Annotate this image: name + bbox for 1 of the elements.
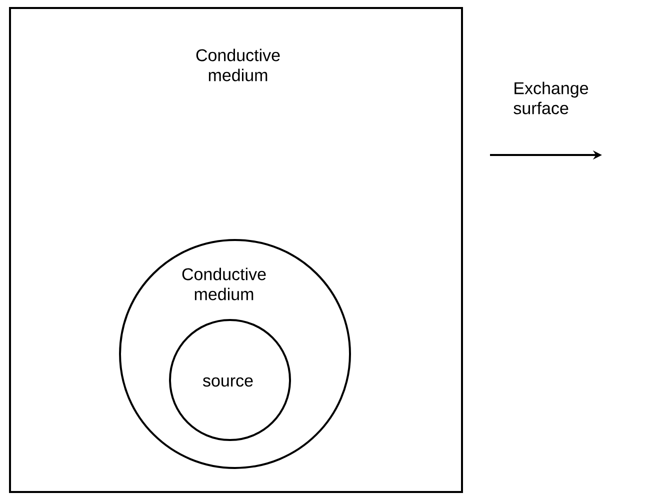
side-label: Exchange surface: [514, 82, 588, 114]
